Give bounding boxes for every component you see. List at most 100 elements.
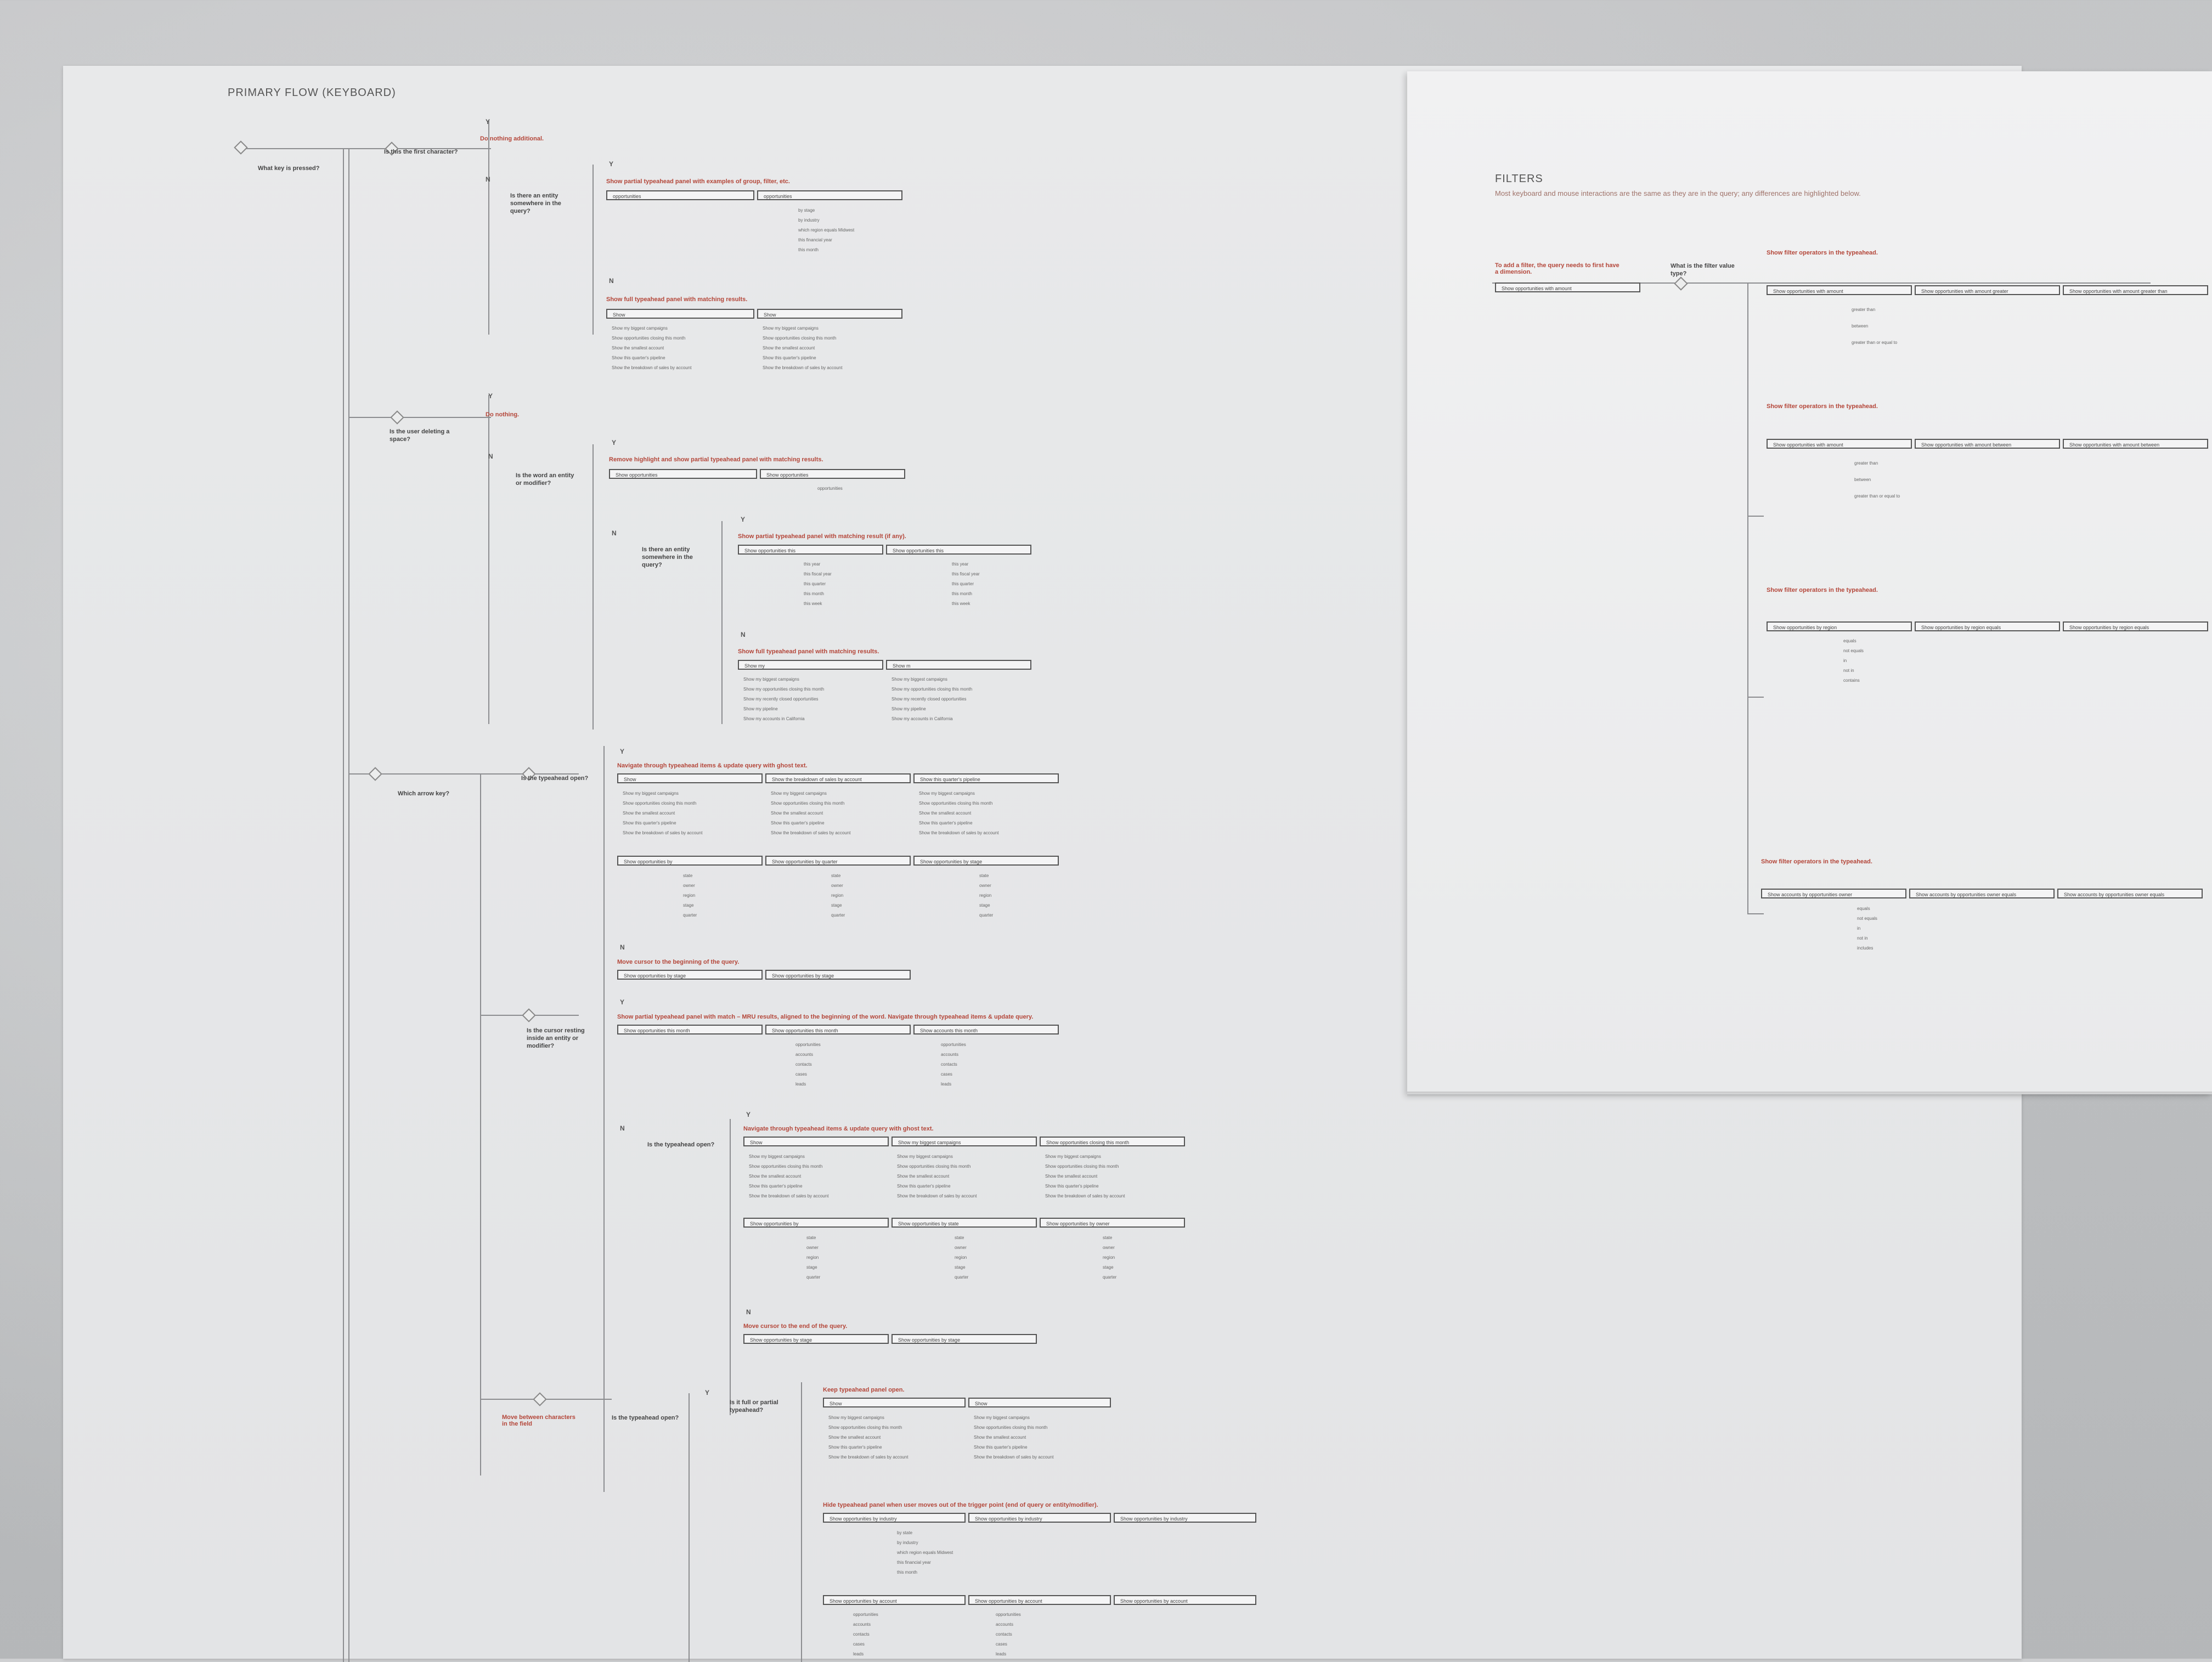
typeahead-item[interactable]: accounts: [996, 1622, 1014, 1627]
typeahead-item[interactable]: leads: [996, 1652, 1007, 1657]
typeahead-item[interactable]: region: [955, 1255, 967, 1260]
typeahead-item[interactable]: Show the breakdown of sales by account: [612, 365, 692, 370]
query-field[interactable]: Show opportunities by quarter: [765, 856, 911, 866]
typeahead-item[interactable]: this fiscal year: [804, 572, 832, 576]
typeahead-item[interactable]: equals: [1857, 906, 1870, 911]
typeahead-item[interactable]: contains: [1843, 678, 1860, 683]
query-field[interactable]: Show opportunities by account: [968, 1595, 1111, 1605]
query-field[interactable]: Show opportunities by: [743, 1218, 889, 1228]
typeahead-item[interactable]: this quarter: [804, 581, 826, 586]
query-field[interactable]: opportunities: [757, 190, 902, 200]
typeahead-item[interactable]: Show my biggest campaigns: [828, 1415, 884, 1420]
typeahead-item[interactable]: stage: [1103, 1265, 1114, 1270]
query-field[interactable]: Show opportunities by stage: [765, 970, 911, 980]
query-field[interactable]: Show opportunities by industry: [1114, 1513, 1256, 1523]
typeahead-item[interactable]: quarter: [979, 913, 994, 918]
typeahead-item[interactable]: opportunities: [941, 1042, 966, 1047]
typeahead-item[interactable]: Show my opportunities closing this month: [743, 687, 825, 692]
typeahead-item[interactable]: Show my recently closed opportunities: [891, 697, 967, 702]
typeahead-item[interactable]: this financial year: [897, 1560, 931, 1565]
typeahead-item[interactable]: Show my biggest campaigns: [897, 1154, 953, 1159]
typeahead-item[interactable]: region: [806, 1255, 819, 1260]
query-field[interactable]: Show opportunities by owner: [1040, 1218, 1185, 1228]
typeahead-item[interactable]: Show opportunities closing this month: [749, 1164, 823, 1169]
typeahead-item[interactable]: not equals: [1857, 916, 1877, 921]
typeahead-item[interactable]: Show this quarter's pipeline: [749, 1184, 803, 1189]
typeahead-item[interactable]: includes: [1857, 946, 1874, 951]
typeahead-item[interactable]: Show the breakdown of sales by account: [749, 1194, 829, 1199]
typeahead-item[interactable]: not equals: [1843, 648, 1864, 653]
typeahead-item[interactable]: Show the breakdown of sales by account: [1045, 1194, 1125, 1199]
typeahead-item[interactable]: equals: [1843, 638, 1857, 643]
typeahead-item[interactable]: Show opportunities closing this month: [763, 336, 837, 341]
query-field[interactable]: Show opportunities with amount between: [1915, 439, 2060, 449]
typeahead-item[interactable]: opportunities: [853, 1612, 878, 1617]
typeahead-item[interactable]: Show opportunities closing this month: [828, 1425, 902, 1430]
typeahead-item[interactable]: owner: [683, 883, 695, 888]
typeahead-item[interactable]: which region equals Midwest: [798, 228, 855, 233]
typeahead-item[interactable]: state: [955, 1235, 964, 1240]
typeahead-item[interactable]: by stage: [798, 208, 815, 213]
typeahead-item[interactable]: Show the breakdown of sales by account: [974, 1455, 1054, 1460]
query-field[interactable]: Show opportunities by account: [823, 1595, 966, 1605]
query-field[interactable]: Show my biggest campaigns: [891, 1137, 1037, 1146]
typeahead-item[interactable]: this year: [952, 562, 969, 567]
typeahead-item[interactable]: Show the smallest account: [623, 811, 675, 816]
query-field[interactable]: Show opportunities by account: [1114, 1595, 1256, 1605]
typeahead-item[interactable]: stage: [831, 903, 842, 908]
query-field[interactable]: Show opportunities closing this month: [1040, 1137, 1185, 1146]
typeahead-item[interactable]: this financial year: [798, 238, 832, 242]
typeahead-item[interactable]: leads: [853, 1652, 864, 1657]
query-field[interactable]: Show opportunities by region equals: [1915, 621, 2060, 631]
typeahead-item[interactable]: region: [979, 893, 992, 898]
query-field[interactable]: Show opportunities by stage: [891, 1334, 1037, 1344]
typeahead-item[interactable]: in: [1843, 658, 1847, 663]
typeahead-item[interactable]: region: [831, 893, 844, 898]
typeahead-item[interactable]: Show my biggest campaigns: [749, 1154, 805, 1159]
typeahead-item[interactable]: Show my biggest campaigns: [623, 791, 679, 796]
typeahead-item[interactable]: greater than or equal to: [1852, 340, 1898, 345]
query-field[interactable]: Show accounts this month: [913, 1025, 1059, 1034]
typeahead-item[interactable]: Show the smallest account: [612, 346, 664, 351]
typeahead-item[interactable]: Show the breakdown of sales by account: [828, 1455, 909, 1460]
typeahead-item[interactable]: Show opportunities closing this month: [771, 801, 845, 806]
query-field[interactable]: Show opportunities with amount greater t…: [2063, 285, 2208, 295]
typeahead-item[interactable]: cases: [853, 1642, 865, 1647]
typeahead-item[interactable]: stage: [955, 1265, 966, 1270]
typeahead-item[interactable]: Show my opportunities closing this month: [891, 687, 973, 692]
query-field[interactable]: Show opportunities with amount: [1767, 439, 1912, 449]
typeahead-item[interactable]: between: [1852, 324, 1869, 329]
query-field[interactable]: Show my: [738, 660, 883, 670]
query-field[interactable]: Show accounts by opportunities owner equ…: [2057, 889, 2203, 898]
typeahead-item[interactable]: Show the smallest account: [919, 811, 972, 816]
typeahead-item[interactable]: Show my accounts in California: [743, 716, 805, 721]
query-field[interactable]: Show m: [886, 660, 1031, 670]
query-field[interactable]: Show opportunities by: [617, 856, 763, 866]
typeahead-item[interactable]: Show this quarter's pipeline: [623, 821, 676, 826]
typeahead-item[interactable]: Show the breakdown of sales by account: [897, 1194, 977, 1199]
typeahead-item[interactable]: cases: [941, 1072, 952, 1077]
typeahead-item[interactable]: stage: [683, 903, 694, 908]
typeahead-item[interactable]: contacts: [941, 1062, 957, 1067]
query-field[interactable]: Show opportunities by stage: [913, 856, 1059, 866]
typeahead-item[interactable]: leads: [795, 1082, 806, 1087]
typeahead-item[interactable]: by industry: [897, 1540, 918, 1545]
typeahead-item[interactable]: not in: [1857, 936, 1868, 941]
typeahead-item[interactable]: Show the smallest account: [771, 811, 823, 816]
query-field[interactable]: Show: [823, 1398, 966, 1407]
query-field[interactable]: Show opportunities with amount: [1767, 285, 1912, 295]
typeahead-item[interactable]: Show this quarter's pipeline: [763, 355, 816, 360]
typeahead-item[interactable]: state: [979, 873, 989, 878]
typeahead-item[interactable]: state: [806, 1235, 816, 1240]
query-field[interactable]: Show opportunities with amount greater: [1915, 285, 2060, 295]
query-field[interactable]: Show opportunities by state: [891, 1218, 1037, 1228]
query-field[interactable]: Show opportunities with amount: [1495, 282, 1640, 292]
query-field[interactable]: Show opportunities: [609, 469, 757, 479]
typeahead-item[interactable]: greater than: [1854, 461, 1878, 466]
query-field[interactable]: Show this quarter's pipeline: [913, 773, 1059, 783]
typeahead-item[interactable]: this year: [804, 562, 821, 567]
typeahead-item[interactable]: this week: [952, 601, 970, 606]
typeahead-item[interactable]: state: [1103, 1235, 1113, 1240]
typeahead-item[interactable]: this month: [897, 1570, 917, 1575]
query-field[interactable]: Show opportunities this: [738, 545, 883, 555]
